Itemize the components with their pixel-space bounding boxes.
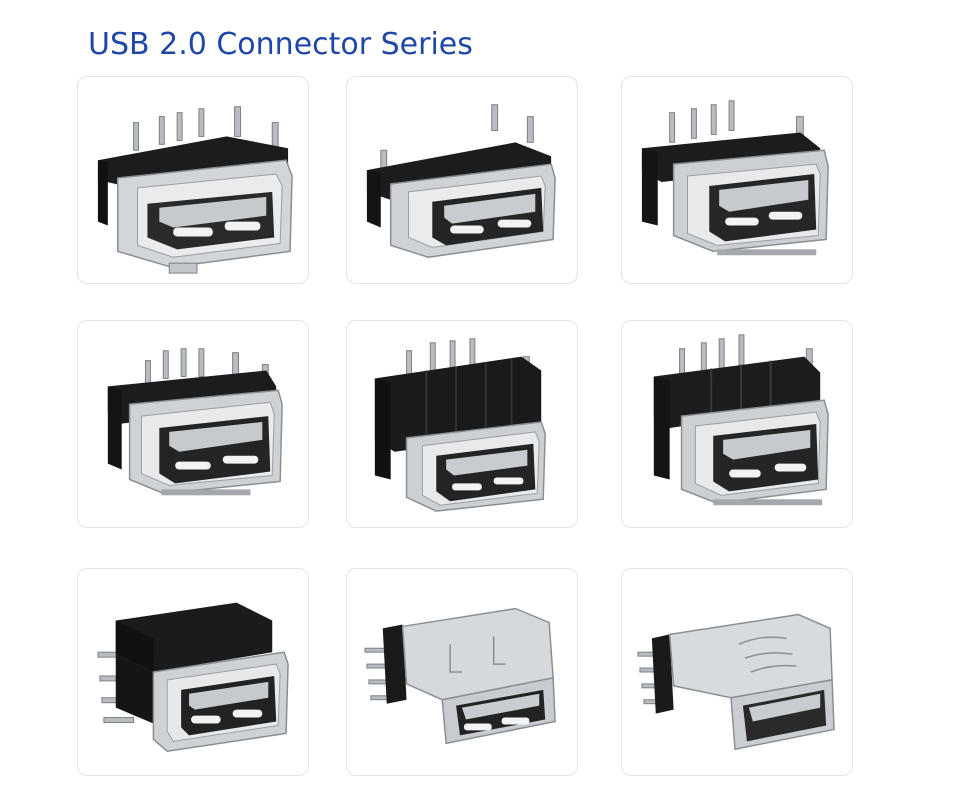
usb-a-connector-image xyxy=(641,100,829,256)
product-card-5[interactable] xyxy=(346,320,578,528)
usb-a-connector-image xyxy=(374,338,546,512)
product-card-3[interactable] xyxy=(621,76,853,284)
usb-a-connector-image xyxy=(97,602,289,753)
page-title: USB 2.0 Connector Series xyxy=(88,27,473,62)
product-card-4[interactable] xyxy=(77,320,309,528)
product-card-8[interactable] xyxy=(346,568,578,776)
usb-a-connector-image xyxy=(366,104,556,259)
product-card-7[interactable] xyxy=(77,568,309,776)
usb-a-connector-image xyxy=(107,348,283,496)
usb-a-connector-image xyxy=(364,607,556,745)
product-card-1[interactable] xyxy=(77,76,309,284)
usb-a-connector-image xyxy=(637,613,835,751)
product-card-9[interactable] xyxy=(621,568,853,776)
product-card-6[interactable] xyxy=(621,320,853,528)
usb-a-connector-image xyxy=(97,106,293,274)
product-card-2[interactable] xyxy=(346,76,578,284)
usb-a-connector-image xyxy=(653,334,829,506)
